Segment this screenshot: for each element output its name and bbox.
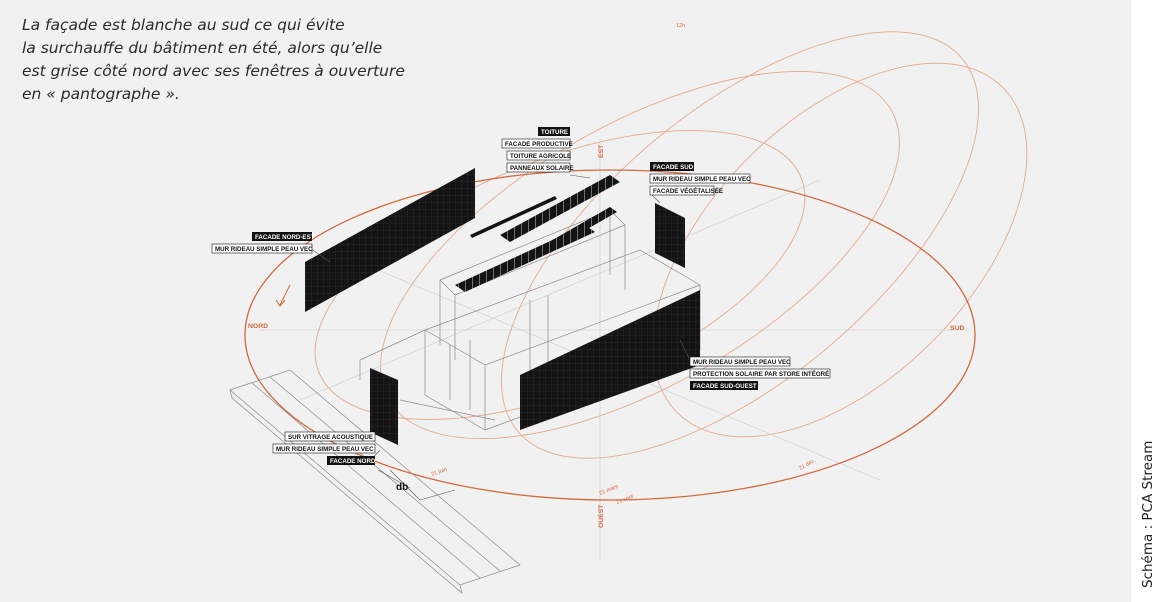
label-facade-nord-est: FACADE NORD-EST [255,234,315,241]
facade-panels [305,168,700,445]
label-group-sud-ouest: MUR RIDEAU SIMPLE PEAU VEC PROTECTION SO… [689,356,831,390]
facade-nord-est-panel [305,168,475,312]
label-mur-rideau-sud-ouest: MUR RIDEAU SIMPLE PEAU VEC [693,359,791,366]
label-mur-rideau-sud: MUR RIDEAU SIMPLE PEAU VEC [653,176,751,183]
ouest-label: OUEST [598,504,605,528]
sun-arc-4 [652,62,1028,438]
roof-beam [470,196,557,238]
label-group-nord-est: FACADE NORD-EST MUR RIDEAU SIMPLE PEAU V… [211,232,315,254]
label-facade-sud-ouest: FACADE SUD-OUEST [693,383,757,390]
label-facade-vegetalisee: FACADE VÉGÉTALISÉE [653,187,723,195]
roof-panel-row-3 [455,225,595,292]
date-juin: 21 juin [431,467,448,478]
label-facade-productive: FACADE PRODUCTIVE [505,141,573,148]
label-group-sud: FACADE SUD MUR RIDEAU SIMPLE PEAU VEC FA… [649,162,751,196]
label-mur-rideau-nord-est: MUR RIDEAU SIMPLE PEAU VEC [215,246,313,253]
caption: La façade est blanche au sud ce qui évit… [22,14,422,106]
date-dec: 21 déc. [798,458,817,472]
building-diagram: NORD SUD EST OUEST 12h 21 juin 21 mars 2… [211,23,1028,594]
label-protection-solaire: PROTECTION SOLAIRE PAR STORE INTÉGRÉ [693,370,829,378]
facade-nord-panel [370,368,398,445]
db-label: db [396,482,408,493]
nord-label: NORD [248,323,268,330]
label-group-nord: SUR VITRAGE ACOUSTIQUE MUR RIDEAU SIMPLE… [272,431,376,465]
diagram-frame: La façade est blanche au sud ce qui évit… [0,0,1131,602]
label-toiture-agricole: TOITURE AGRICOLE [510,153,571,160]
caption-line-1: La façade est blanche au sud ce qui évit… [22,16,345,34]
facade-sud-panel [655,203,685,268]
caption-line-3: est grise côté nord avec ses fenêtres à … [22,62,405,80]
caption-line-4: en « pantographe ». [22,85,180,103]
noon-label: 12h [676,23,685,29]
label-sur-vitrage: SUR VITRAGE ACOUSTIQUE [288,434,373,441]
roof-panel-row-1 [500,175,620,242]
image-credit: Schéma : PCA Stream [1140,440,1156,588]
leader-lines [309,174,691,501]
direction-arrow [279,284,291,306]
label-facade-sud: FACADE SUD [653,164,694,171]
label-toiture: TOITURE [541,129,568,136]
label-mur-rideau-nord: MUR RIDEAU SIMPLE PEAU VEC [276,446,374,453]
est-label: EST [598,144,605,158]
date-sept: 21 sept [616,493,635,505]
facade-sud-ouest-panel [520,290,700,430]
label-group-roof: TOITURE FACADE PRODUCTIVE TOITURE AGRICO… [501,127,574,173]
roof-panels [455,175,620,292]
sun-path-arcs [314,31,1028,459]
caption-line-2: la surchauffe du bâtiment en été, alors … [22,39,383,57]
sun-arc-3 [501,31,979,459]
arrow-head [275,299,286,307]
label-facade-nord: FACADE NORD [330,458,376,465]
horizon-ellipse [244,169,976,501]
label-panneaux-solaire: PANNEAUX SOLAIRE [510,165,574,172]
sud-label: SUD [950,325,964,332]
date-mars: 21 mars [599,484,620,497]
